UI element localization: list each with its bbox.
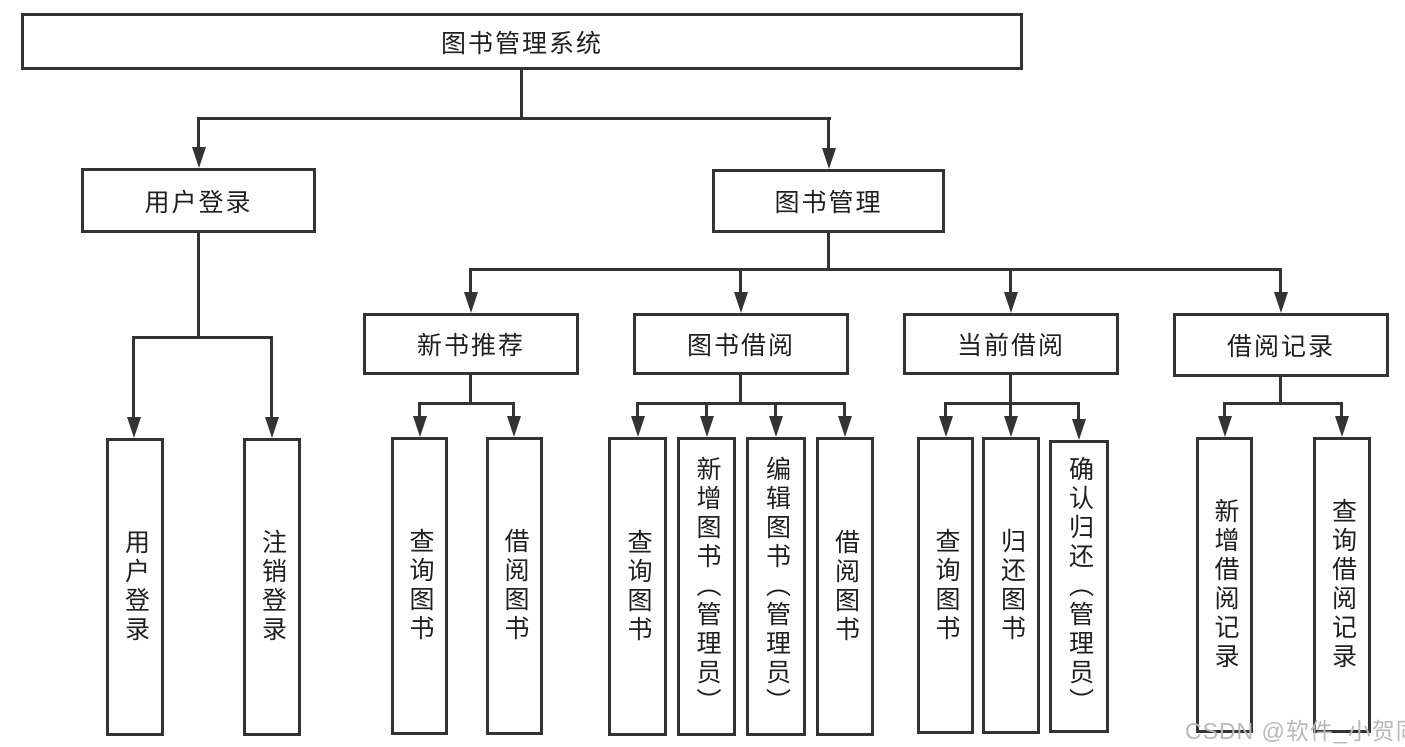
connector-line [1279, 377, 1282, 405]
arrow-down-icon [1004, 416, 1018, 437]
connector-line [197, 233, 200, 339]
node-book-borrowing: 图书借阅 [633, 313, 849, 375]
node-logout: 注销登录 [243, 438, 301, 736]
connector-line [512, 402, 515, 418]
connector-line [469, 375, 472, 405]
node-book-management: 图书管理 [712, 169, 945, 233]
connector-line [944, 402, 947, 418]
node-query-books-3: 查询图书 [917, 437, 974, 734]
arrow-down-icon [507, 416, 521, 437]
node-return-books: 归还图书 [982, 437, 1040, 734]
arrow-down-icon [700, 416, 714, 437]
connector-line [469, 268, 472, 294]
connector-line [418, 402, 421, 418]
connector-line [132, 336, 135, 419]
connector-line [132, 336, 273, 339]
node-confirm-return-admin: 确认归还（管理员） [1049, 440, 1109, 733]
connector-line [739, 268, 742, 294]
node-add-borrowing-record: 新增借阅记录 [1196, 437, 1253, 733]
arrow-down-icon [192, 147, 206, 168]
node-edit-book-admin: 编辑图书（管理员） [746, 437, 806, 736]
arrow-down-icon [1274, 292, 1288, 313]
node-query-books-2: 查询图书 [608, 437, 667, 736]
arrow-down-icon [127, 417, 141, 438]
connector-line [469, 268, 1282, 271]
arrow-down-icon [1218, 416, 1232, 437]
connector-line [1279, 268, 1282, 294]
connector-line [1009, 375, 1012, 405]
arrow-down-icon [1335, 416, 1349, 437]
node-query-books-1: 查询图书 [391, 437, 448, 735]
arrow-down-icon [464, 292, 478, 313]
connector-line [197, 117, 831, 120]
connector-line [827, 233, 830, 271]
node-user-login-leaf: 用户登录 [106, 438, 164, 736]
connector-line [418, 402, 515, 405]
connector-line [739, 375, 742, 405]
node-current-borrowing: 当前借阅 [903, 313, 1119, 375]
arrow-down-icon [939, 416, 953, 437]
arrow-down-icon [1004, 292, 1018, 313]
connector-line [944, 402, 1080, 405]
arrow-down-icon [769, 416, 783, 437]
node-borrow-books-1: 借阅图书 [486, 437, 543, 735]
node-borrow-books-2: 借阅图书 [816, 437, 874, 736]
node-query-borrowing-record: 查询借阅记录 [1313, 437, 1371, 733]
connector-line [1340, 402, 1343, 418]
connector-line [636, 402, 639, 418]
arrow-down-icon [413, 416, 427, 437]
connector-line [270, 336, 273, 419]
connector-line [843, 402, 846, 418]
node-user-login: 用户登录 [81, 168, 316, 233]
connector-line [1009, 268, 1012, 294]
arrow-down-icon [1072, 419, 1086, 440]
node-new-book-recommendation: 新书推荐 [363, 313, 579, 375]
arrow-down-icon [822, 148, 836, 169]
arrow-down-icon [838, 416, 852, 437]
connector-line [774, 402, 777, 418]
node-add-book-admin: 新增图书（管理员） [677, 437, 736, 736]
arrow-down-icon [631, 416, 645, 437]
connector-line [1223, 402, 1226, 418]
node-borrowing-records: 借阅记录 [1173, 313, 1389, 377]
connector-line [636, 402, 846, 405]
arrow-down-icon [734, 292, 748, 313]
connector-line [1223, 402, 1343, 405]
connector-line [827, 117, 830, 150]
connector-line [197, 117, 200, 149]
connector-line [1009, 402, 1012, 418]
arrow-down-icon [265, 417, 279, 438]
connector-line [1077, 402, 1080, 421]
node-library-management-system: 图书管理系统 [21, 13, 1023, 70]
connector-line [705, 402, 708, 418]
csdn-watermark: CSDN @软件_小贺同学 [1185, 718, 1405, 744]
connector-line [520, 70, 523, 120]
